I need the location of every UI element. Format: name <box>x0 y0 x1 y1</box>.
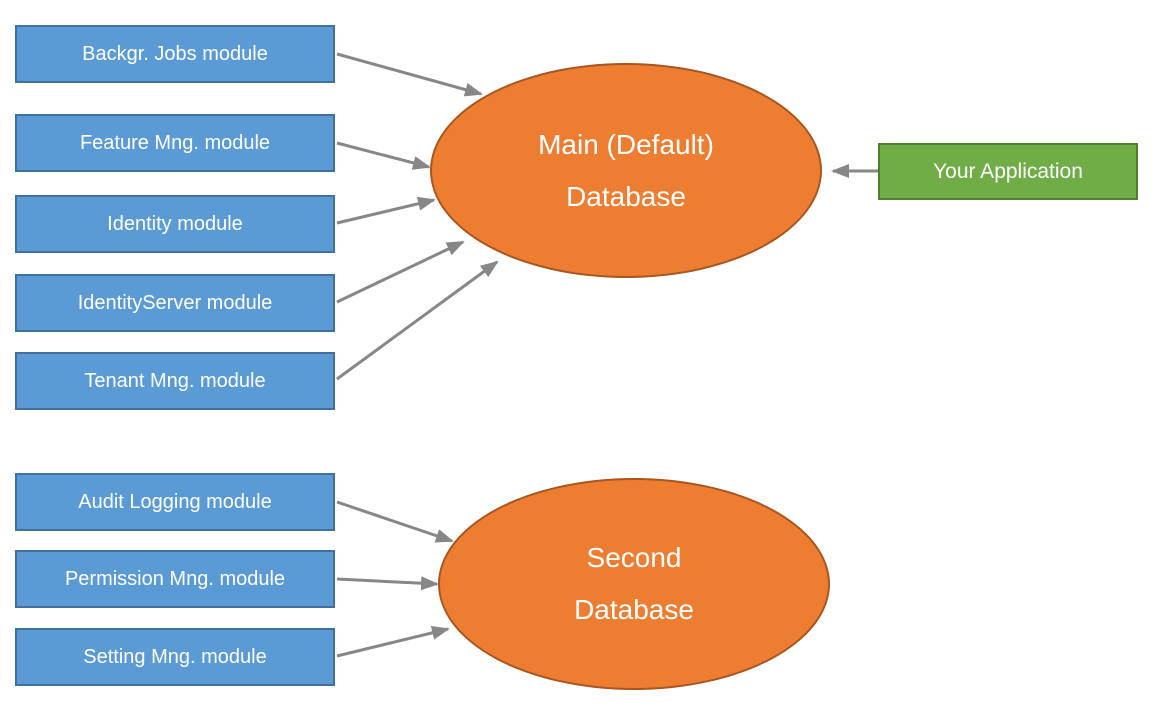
second-database-label-line1: Second <box>586 542 682 574</box>
module-label: IdentityServer module <box>77 291 273 314</box>
module-label: Backgr. Jobs module <box>82 42 268 65</box>
module-box-feature-mng: Feature Mng. module <box>15 114 335 172</box>
module-box-tenant-mng: Tenant Mng. module <box>15 352 335 410</box>
module-label: Feature Mng. module <box>79 131 271 154</box>
module-label: Audit Logging module <box>78 490 272 513</box>
module-label: Tenant Mng. module <box>84 369 266 392</box>
main-database-ellipse: Main (Default) Database <box>430 63 822 278</box>
arrow-feature-mng-to-main-db <box>336 141 431 170</box>
module-box-identityserver: IdentityServer module <box>15 274 335 332</box>
arrow-identityserver-to-main-db <box>336 240 465 304</box>
module-label: Identity module <box>107 212 243 235</box>
module-box-permission-mng: Permission Mng. module <box>15 550 335 608</box>
module-box-backgr-jobs: Backgr. Jobs module <box>15 25 335 83</box>
main-database-label-line2: Database <box>566 180 686 212</box>
module-label: Permission Mng. module <box>64 567 286 590</box>
arrow-permission-mng-to-second-db <box>336 576 439 591</box>
your-application-label: Your Application <box>933 159 1083 183</box>
module-box-identity: Identity module <box>15 195 335 253</box>
second-database-ellipse: Second Database <box>438 478 830 690</box>
main-database-label-line1: Main (Default) <box>538 128 714 160</box>
module-box-setting-mng: Setting Mng. module <box>15 628 335 686</box>
your-application-box: Your Application <box>878 143 1138 200</box>
second-database-label-line2: Database <box>574 594 694 625</box>
module-label: Setting Mng. module <box>83 645 267 668</box>
arrow-identity-to-main-db <box>336 196 436 225</box>
arrow-tenant-mng-to-main-db <box>336 260 499 381</box>
arrow-audit-logging-to-second-db <box>336 500 454 543</box>
arrow-backgr-jobs-to-main-db <box>336 52 483 97</box>
module-box-audit-logging: Audit Logging module <box>15 473 335 531</box>
arrow-setting-mng-to-second-db <box>336 625 450 658</box>
